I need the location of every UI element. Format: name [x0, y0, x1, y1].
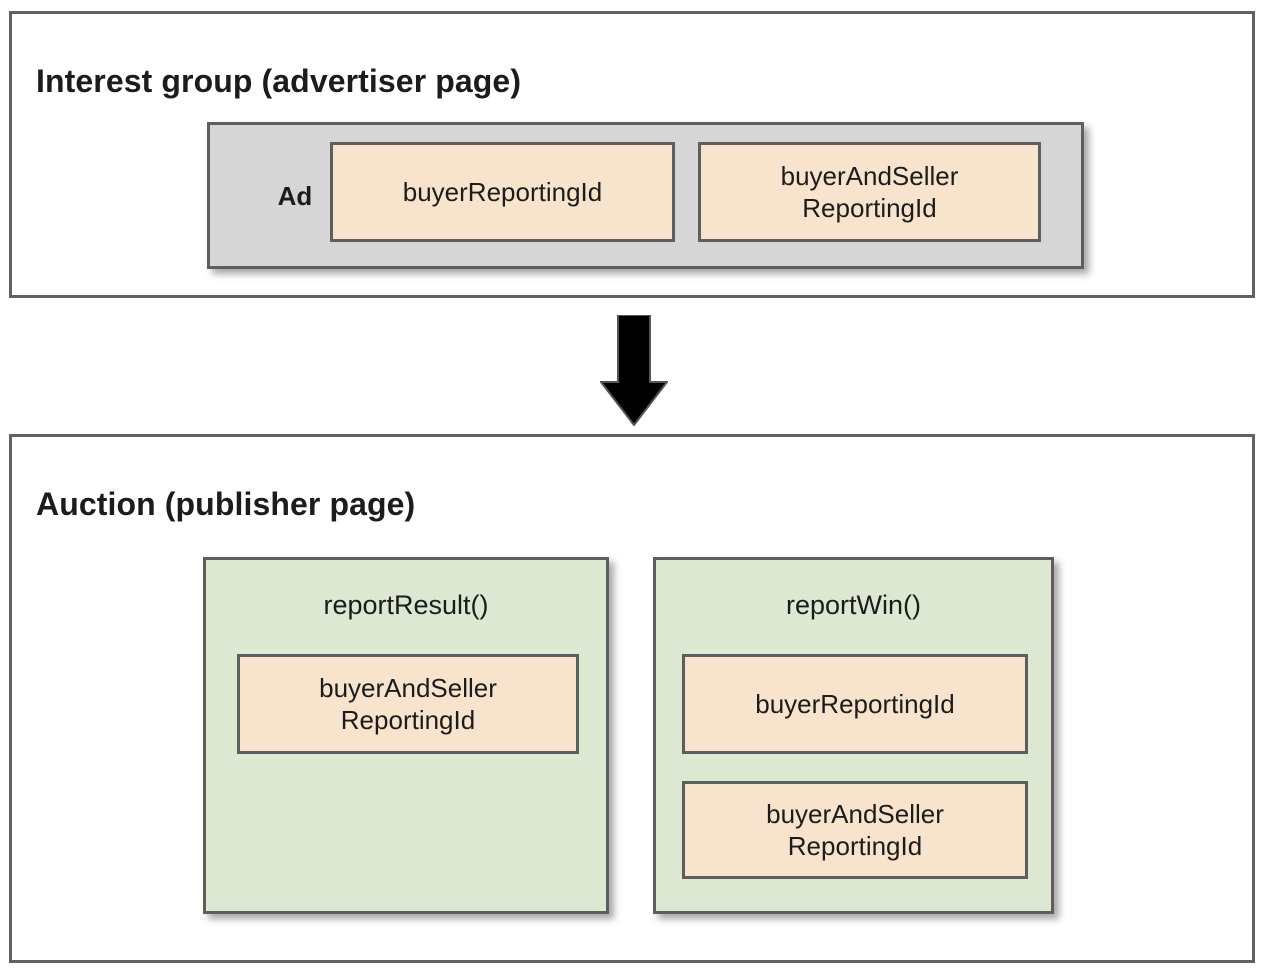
field-line-2: ReportingId — [787, 831, 923, 861]
report-win-title: reportWin() — [785, 590, 921, 620]
field-buyer-reporting-id-label: buyerReportingId — [402, 177, 603, 207]
ad-label-wrapper: Ad — [255, 125, 335, 266]
field-line-2: ReportingId — [802, 193, 937, 223]
interest-group-panel: Interest group (advertiser page) Ad buye… — [9, 11, 1255, 298]
field-buyer-and-seller-reporting-id-label: buyerAndSeller ReportingId — [781, 160, 959, 224]
auction-title: Auction (publisher page) — [36, 485, 416, 522]
report-win-field-buyer-and-seller-reporting-id-label: buyerAndSeller ReportingId — [766, 798, 944, 862]
field-line-1: buyerAndSeller — [319, 673, 497, 703]
field-buyer-and-seller-reporting-id: buyerAndSeller ReportingId — [698, 142, 1041, 242]
auction-panel: Auction (publisher page) reportResult() … — [9, 434, 1255, 963]
interest-group-title: Interest group (advertiser page) — [36, 62, 522, 99]
ad-container: Ad buyerReportingId buyerAndSeller Repor… — [207, 122, 1084, 269]
field-line-1: buyerAndSeller — [766, 799, 944, 829]
down-arrow-icon — [598, 314, 670, 427]
ad-label: Ad — [277, 180, 313, 211]
report-result-box: reportResult() buyerAndSeller ReportingI… — [203, 557, 609, 914]
report-win-box: reportWin() buyerReportingId buyerAndSel… — [653, 557, 1054, 914]
report-result-title: reportResult() — [323, 590, 489, 620]
report-result-field-buyer-and-seller-reporting-id: buyerAndSeller ReportingId — [237, 654, 579, 754]
field-line-1: buyerAndSeller — [780, 161, 959, 191]
report-win-field-buyer-and-seller-reporting-id: buyerAndSeller ReportingId — [682, 781, 1028, 879]
field-buyer-reporting-id: buyerReportingId — [330, 142, 675, 242]
field-line-2: ReportingId — [340, 705, 476, 735]
report-win-field-buyer-reporting-id-label: buyerReportingId — [755, 689, 955, 719]
report-result-field-label: buyerAndSeller ReportingId — [319, 672, 497, 736]
report-win-field-buyer-reporting-id: buyerReportingId — [682, 654, 1028, 754]
